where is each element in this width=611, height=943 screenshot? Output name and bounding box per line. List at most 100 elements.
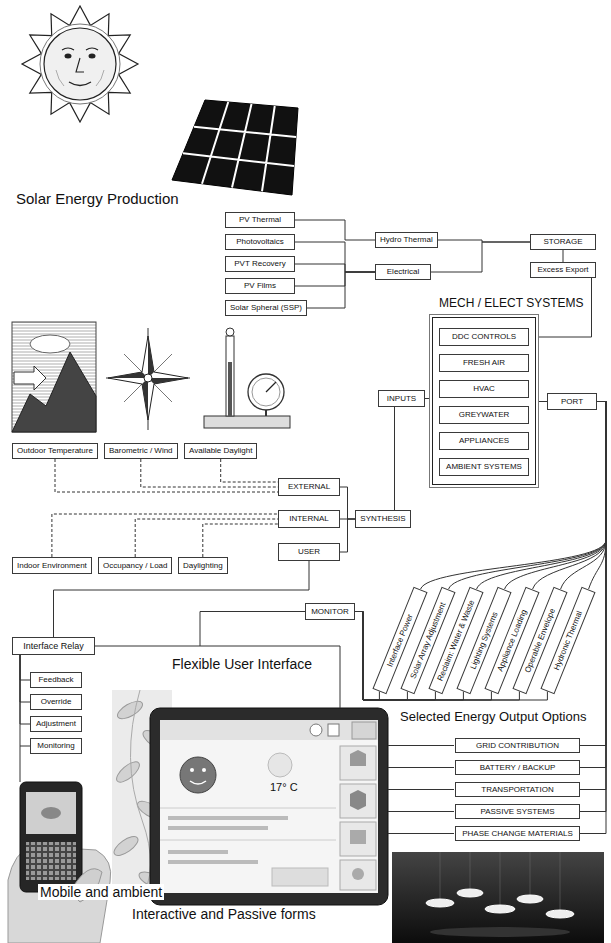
section-title: Solar Energy Production [14,190,181,207]
output-box: BATTERY / BACKUP [455,760,580,775]
dashed-connector [55,459,278,492]
source-box: PVT Recovery [225,256,295,272]
ambient-lamp-photo [440,852,560,911]
box-label: Electrical [387,268,419,276]
box-label: GREYWATER [459,411,510,419]
barometer [252,378,280,406]
tablet-screen [202,768,206,772]
box-label: HVAC [473,385,495,393]
hand-with-phone [26,792,76,834]
hand-with-phone [8,782,111,943]
energy-type-box: Hydro Thermal [375,232,438,248]
sensor-box: Daylighting [178,557,228,574]
process-box: MONITOR [305,603,355,620]
connector [580,402,606,746]
box-label: TRANSPORTATION [481,786,553,794]
box-label: Interface Relay [23,642,84,651]
solar-panel [172,100,298,195]
tablet-screen [190,781,206,784]
export-box: Excess Export [530,262,596,278]
connector [20,655,30,680]
system-box: AMBIENT SYSTEMS [439,458,529,476]
tablet-screen [160,840,336,841]
box-label: PV Thermal [239,216,281,224]
box-label: INTERNAL [289,515,329,523]
source-box: Photovoltaics [225,234,295,250]
tablet-screen [168,826,268,830]
connector [340,519,355,552]
caption-text: Mobile and ambient [38,884,164,900]
box-label: PASSIVE SYSTEMS [480,808,554,816]
weather-engraving [12,322,96,432]
input-box: INTERNAL [278,510,340,528]
tablet-screen [310,724,322,736]
tablet-screen [190,768,194,772]
box-label: Indoor Environment [17,562,87,570]
weather-engraving [12,352,96,432]
connector [340,487,355,519]
box-label: Hydro Thermal [380,236,433,244]
barometer [266,382,276,392]
box-label: USER [298,548,320,556]
box-label: INPUTS [387,395,416,403]
tablet-screen [340,860,376,890]
box-label: APPLIANCES [459,437,509,445]
compass-rose [108,336,188,420]
connector [20,655,30,724]
barometer [248,374,284,410]
box-label: BATTERY / BACKUP [480,764,556,772]
box-label: EXTERNAL [288,483,330,491]
hand-with-phone [26,842,76,880]
box-label: PVT Recovery [234,260,285,268]
process-box: PORT [547,393,597,410]
box-label: Interface Power [386,613,414,668]
dashed-connector [221,459,278,482]
tablet-screen [168,850,228,854]
source-box: PV Films [225,278,295,294]
connector [20,655,30,746]
leaf-wallpaper [130,690,150,900]
ambient-lamp-photo [517,895,543,903]
box-label: PORT [561,398,583,406]
group-heading: MECH / ELECT SYSTEMS [439,296,583,310]
box-label: DDC CONTROLS [452,333,516,341]
box-label: Occupancy / Load [103,562,167,570]
sun-engraving [65,54,72,59]
interface-box: Override [30,694,82,710]
compass-rose [148,378,188,384]
box-label: MONITOR [311,608,349,616]
sun-engraving [62,48,98,50]
sun-engraving [22,6,138,122]
ambient-lamp-photo [392,852,604,943]
connector [563,250,564,262]
dashed-connector [135,519,278,557]
weather-engraving [14,366,46,390]
hand-with-phone [20,782,82,892]
tablet-screen [340,822,376,856]
sensor-box: Indoor Environment [12,557,92,574]
connector [561,402,606,590]
box-label: SYNTHESIS [360,515,405,523]
box-label: GRID CONTRIBUTION [476,742,559,750]
system-box: FRESH AIR [439,354,529,372]
process-box: INPUTS [378,390,425,407]
dashed-connector [141,459,278,487]
compass-rose [148,336,154,378]
output-box: PASSIVE SYSTEMS [455,804,580,819]
sun-engraving [89,54,96,59]
tablet-screen [168,860,258,864]
barometer [265,410,267,416]
ambient-lamp-photo [392,852,604,943]
box-label: Feedback [38,676,73,684]
sun-engraving [22,6,138,122]
hand-with-phone [41,807,61,819]
ambient-lamp-photo [430,927,570,937]
connector [20,655,30,702]
connector [536,401,547,402]
hand-with-phone [26,842,76,880]
process-box: SYNTHESIS [355,510,411,528]
connector [589,402,606,590]
dashed-connector [203,524,278,557]
energy-type-box: Electrical [375,264,431,280]
